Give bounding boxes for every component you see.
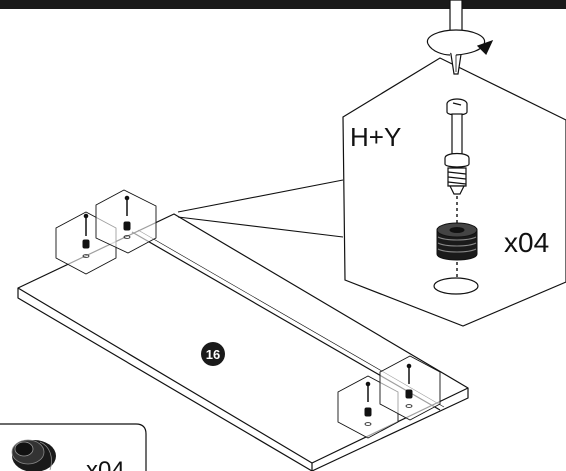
small-bolts [82, 195, 413, 426]
threaded-insert-icon [11, 439, 56, 471]
threaded-insert-icon [436, 222, 478, 261]
hardware-inset-box: x04 [0, 423, 147, 471]
connector-box-right [337, 355, 441, 439]
zoom-connector [177, 179, 344, 238]
inset-quantity-label: x04 [86, 457, 125, 471]
hole-ellipse [433, 277, 479, 295]
cam-bolt-icon [444, 98, 470, 195]
hardware-code-label: H+Y [350, 122, 401, 152]
part-number-text: 16 [206, 347, 220, 362]
quantity-callout-label: x04 [504, 227, 549, 258]
part-number-badge: 16 [201, 342, 225, 366]
top-border-bar [0, 0, 566, 9]
rotate-arrow-icon [426, 29, 494, 56]
